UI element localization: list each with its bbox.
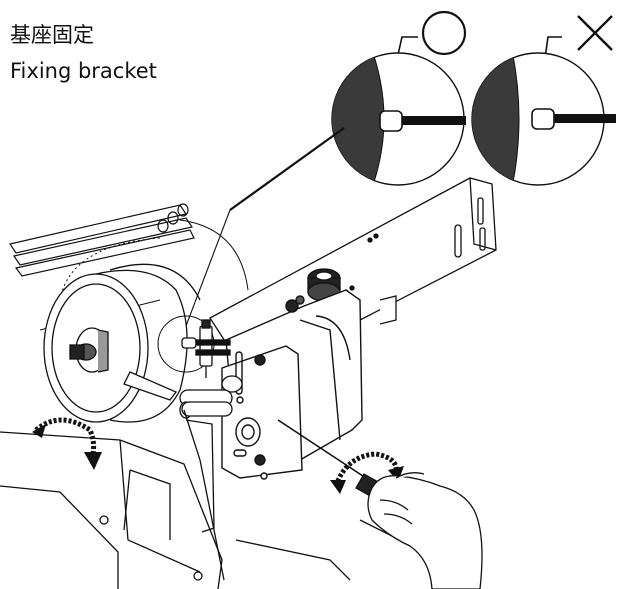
caption-english: Fixing bracket <box>10 59 157 83</box>
rotation-arrow-left <box>32 417 102 470</box>
rotation-arrow-right <box>330 451 404 494</box>
caption-chinese: 基座固定 <box>10 23 94 47</box>
fixing-pin-shaft <box>554 114 616 123</box>
detail-circle-wrong <box>471 52 616 186</box>
machine-base <box>0 371 401 589</box>
pulley-wheel <box>43 263 201 423</box>
wrong-symbol: × <box>577 15 613 51</box>
correct-symbol: ○ <box>421 10 467 56</box>
fixing-pin-head <box>379 110 403 132</box>
hand <box>367 472 483 589</box>
guide-rods <box>9 203 195 277</box>
fixing-pin-assembly <box>157 315 243 419</box>
fixing-pin-shaft <box>402 116 466 125</box>
detail-leader-line-thin <box>185 209 231 327</box>
mounting-plate <box>221 345 303 480</box>
fixing-pin-head <box>531 108 555 130</box>
detail-leader-line <box>229 127 345 211</box>
detail-circle-correct <box>331 52 466 186</box>
